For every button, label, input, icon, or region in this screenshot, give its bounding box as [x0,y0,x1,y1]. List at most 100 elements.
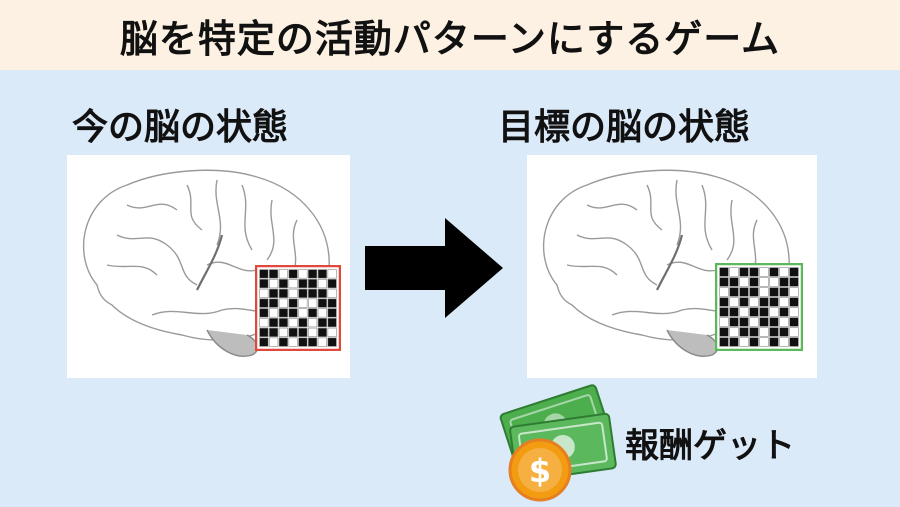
grid-cell [327,269,337,279]
grid-cell [769,287,779,297]
grid-cell [719,287,729,297]
grid-cell [769,307,779,317]
grid-cell [298,337,308,347]
grid-cell [327,308,337,318]
grid-cell [327,298,337,308]
grid-cell [259,279,269,289]
grid-cell [308,288,318,298]
grid-cell [769,277,779,287]
grid-cell [298,269,308,279]
grid-cell [288,337,298,347]
grid-cell [259,269,269,279]
grid-cell [749,297,759,307]
grid-cell [308,279,318,289]
grid-cell [759,287,769,297]
grid-cell [288,308,298,318]
activity-grid-target [715,263,803,351]
grid-cell [327,327,337,337]
grid-cell [759,297,769,307]
grid-cell [789,297,799,307]
grid-cell [719,327,729,337]
grid-cell [739,337,749,347]
grid-cell [317,288,327,298]
grid-cell [779,287,789,297]
grid-cell [278,288,288,298]
grid-cell [759,317,769,327]
grid-cell [259,327,269,337]
grid-cell [278,308,288,318]
grid-cell [298,298,308,308]
grid-cell [769,337,779,347]
grid-cell [739,307,749,317]
grid-cell [739,277,749,287]
grid-cell [298,318,308,328]
grid-cell [327,279,337,289]
grid-cell [288,279,298,289]
grid-cell [729,307,739,317]
grid-cell [719,297,729,307]
grid-cell [729,327,739,337]
grid-cell [789,307,799,317]
grid-cell [317,327,327,337]
grid-cell [749,307,759,317]
grid-cell [739,267,749,277]
grid-cell [269,279,279,289]
grid-cell [317,318,327,328]
grid-cell [278,298,288,308]
current-brain-panel [67,155,350,378]
grid-cell [769,317,779,327]
grid-cell [749,287,759,297]
grid-cell [288,318,298,328]
grid-cell [769,327,779,337]
grid-cell [759,307,769,317]
grid-cell [269,269,279,279]
grid-cell [729,277,739,287]
grid-cell [288,327,298,337]
grid-cell [729,297,739,307]
current-state-label: 今の脳の状態 [72,107,289,148]
grid-cell [308,269,318,279]
grid-cell [789,277,799,287]
grid-cell [298,279,308,289]
grid-cell [789,287,799,297]
grid-cell [259,337,269,347]
grid-cell [739,317,749,327]
grid-cell [269,298,279,308]
grid-cell [308,318,318,328]
grid-cell [269,308,279,318]
grid-cell [759,327,769,337]
grid-cell [779,337,789,347]
grid-cell [729,337,739,347]
grid-cell [779,277,789,287]
grid-cell [288,298,298,308]
grid-cell [298,327,308,337]
grid-cell [729,287,739,297]
title-banner: 脳を特定の活動パターンにするゲーム [0,0,900,70]
grid-cell [317,279,327,289]
grid-cell [739,327,749,337]
grid-cell [779,297,789,307]
grid-cell [789,317,799,327]
grid-cell [298,308,308,318]
grid-cell [749,327,759,337]
grid-cell [789,337,799,347]
grid-cell [278,269,288,279]
grid-cell [269,327,279,337]
grid-cell [789,267,799,277]
grid-cell [749,337,759,347]
grid-cell [759,337,769,347]
grid-cell [327,288,337,298]
grid-cell [259,308,269,318]
grid-cell [269,337,279,347]
grid-cell [779,267,789,277]
grid-cell [278,327,288,337]
grid-cell [278,279,288,289]
grid-cell [327,318,337,328]
grid-cell [308,308,318,318]
grid-cell [719,307,729,317]
grid-cell [259,298,269,308]
target-state-label: 目標の脳の状態 [498,107,751,148]
grid-cell [759,277,769,287]
grid-cell [779,317,789,327]
grid-cell [278,318,288,328]
